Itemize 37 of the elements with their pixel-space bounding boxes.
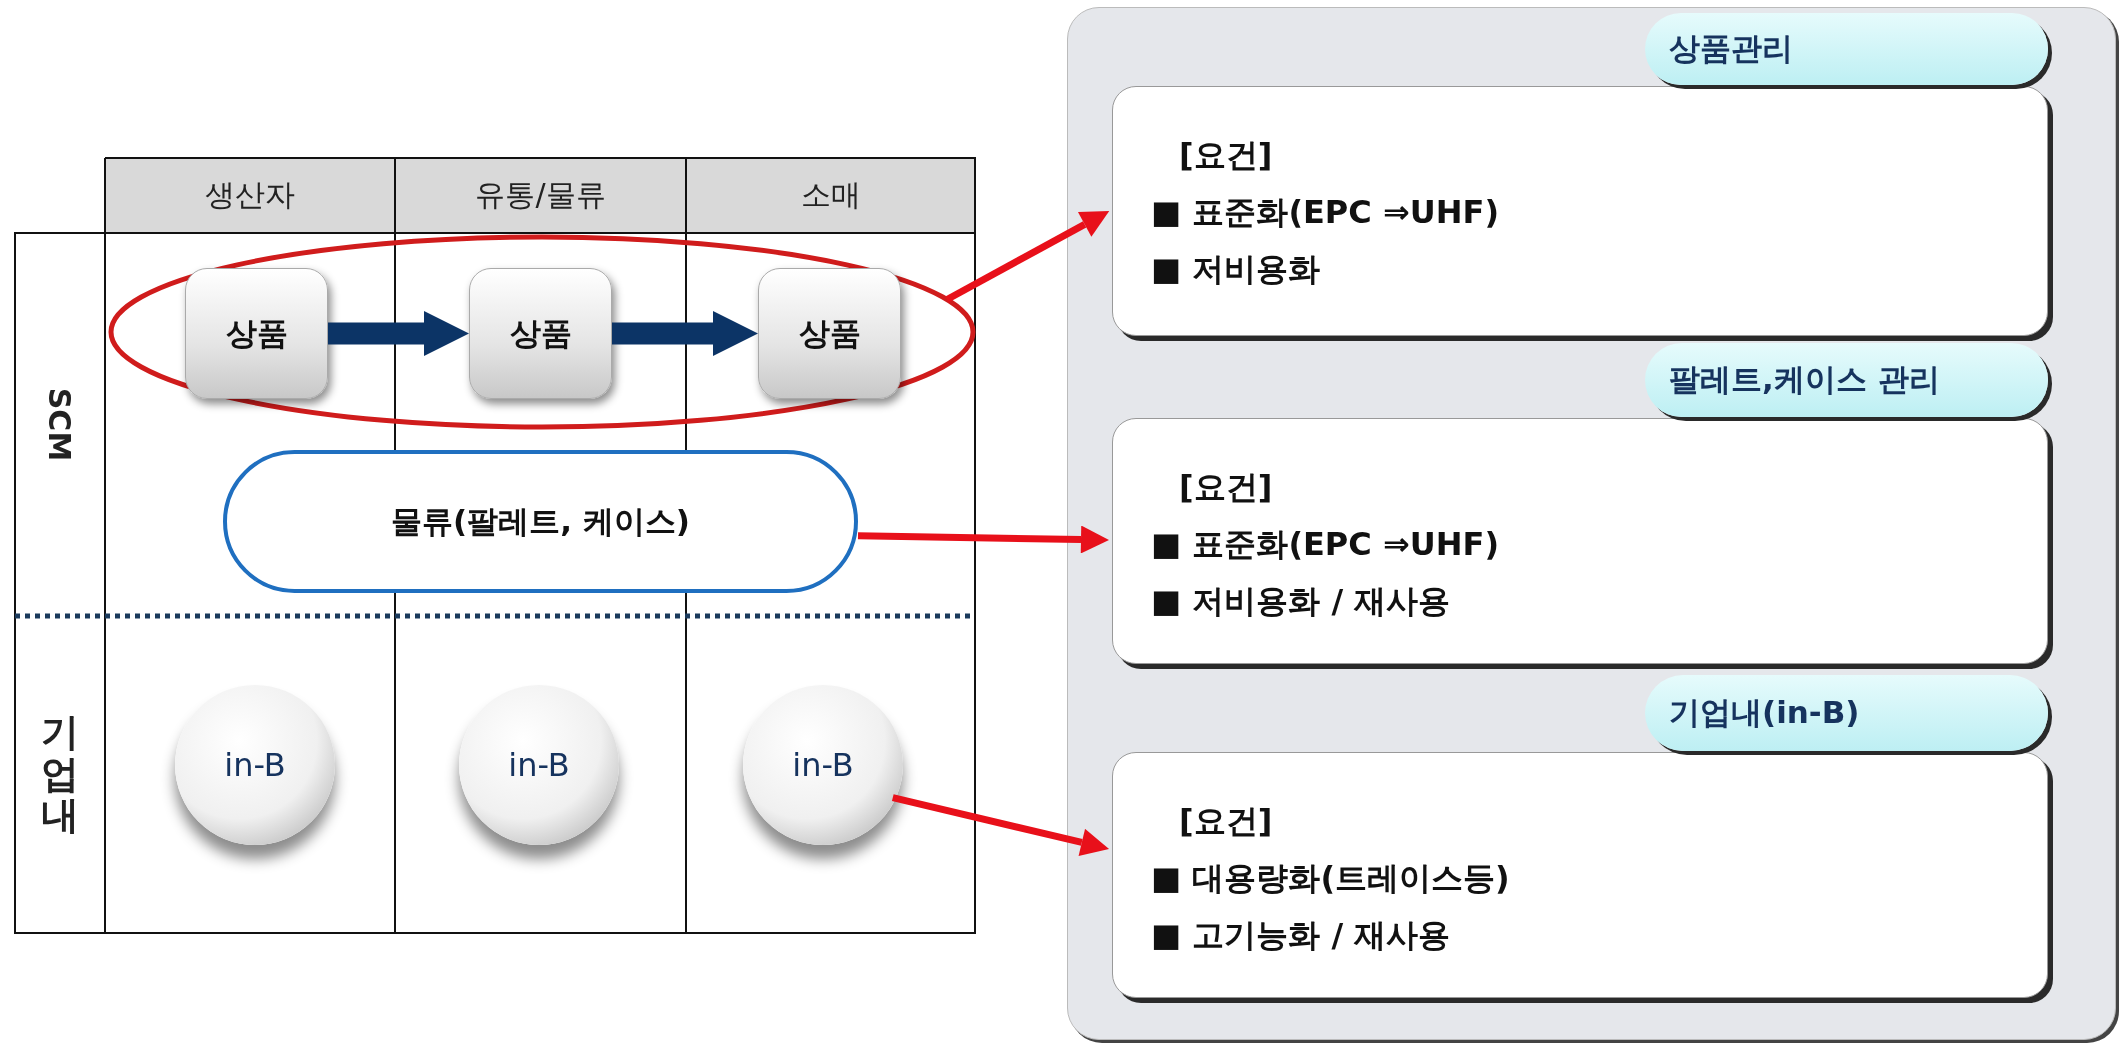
product-box — [185, 268, 328, 399]
sphere-node — [175, 685, 335, 845]
arrow — [945, 210, 1110, 303]
row-label: 기업내 — [41, 711, 79, 838]
tab-title: 기업내(in-B) — [1669, 693, 1860, 732]
node-label: 상품 — [509, 313, 572, 353]
requirement-heading: [요건] — [1178, 135, 1273, 176]
table-header-label: 생산자 — [205, 176, 295, 214]
requirement-heading: [요건] — [1178, 467, 1273, 508]
row-label: SCM — [42, 387, 78, 462]
highlight-ellipse — [108, 234, 976, 430]
requirement-item: ■ 고기능화 / 재사용 — [1151, 915, 1451, 956]
node-label: in-B — [508, 746, 570, 784]
arrow — [328, 311, 469, 356]
arrow — [612, 311, 758, 356]
product-box — [758, 268, 901, 399]
requirement-item: ■ 표준화(EPC ⇒UHF) — [1151, 192, 1499, 233]
tab-title: 팔레트,케이스 관리 — [1669, 360, 1940, 399]
arrow — [891, 794, 1110, 857]
requirement-item: ■ 저비용화 — [1151, 249, 1321, 290]
sphere-node — [743, 685, 903, 845]
node-label: 상품 — [798, 313, 861, 353]
requirement-item: ■ 저비용화 / 재사용 — [1151, 581, 1451, 622]
panel-background — [1067, 7, 2116, 1040]
node-label: 물류(팔레트, 케이스) — [391, 501, 690, 541]
product-box — [469, 268, 612, 399]
node-label: in-B — [224, 746, 286, 784]
sphere-node — [459, 685, 619, 845]
tab-title: 상품관리 — [1669, 29, 1793, 68]
node-label: 상품 — [225, 313, 288, 353]
table-header-label: 소매 — [800, 176, 861, 214]
table-header-label: 유통/물류 — [475, 176, 606, 214]
requirement-heading: [요건] — [1178, 801, 1273, 842]
node-label: in-B — [792, 746, 854, 784]
requirement-item: ■ 표준화(EPC ⇒UHF) — [1151, 524, 1499, 565]
arrow — [857, 525, 1109, 554]
requirement-item: ■ 대용량화(트레이스등) — [1151, 858, 1510, 899]
